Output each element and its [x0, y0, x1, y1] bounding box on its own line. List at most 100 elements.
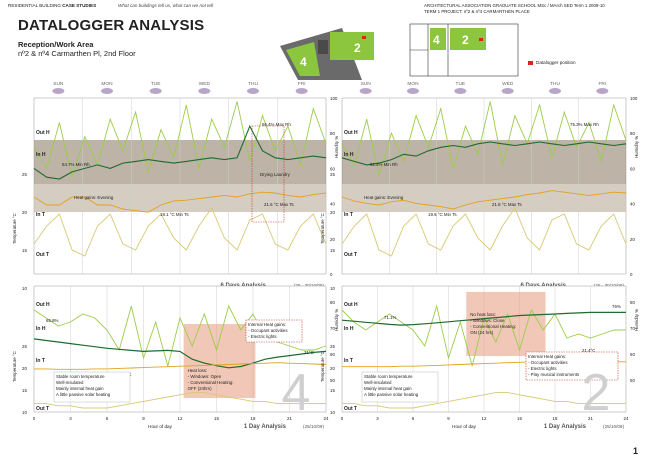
p1-1-series-in-h: [33, 338, 327, 369]
p1-2-left-tick: 20: [330, 366, 335, 371]
p1-2-annotation-end-t: 21.4°C: [582, 348, 595, 353]
p6-2-day-label: FRI: [598, 81, 606, 87]
p6-2-series-label: In T: [344, 212, 353, 218]
p6-2-left-tick: 25: [330, 172, 335, 177]
p6-1-annotation-heat-gains: Heat gains: Evening: [74, 195, 114, 200]
p6-1-day-label: SUN: [53, 81, 64, 87]
p1-1-annotation-end-t: 21°C: [304, 350, 314, 355]
p1-2-series-label: Out H: [344, 302, 358, 308]
p1-1-note-line: Well-insulated: [56, 380, 84, 385]
p1-2-right-tick: 50: [630, 378, 635, 383]
p6-2-annotation-max-ts: 21.8 °C Max Ts: [492, 202, 523, 207]
p6-2-right-tick: 0: [630, 272, 633, 277]
p1-1-notes-box: [53, 371, 131, 403]
p6-1-left-tick: 20: [22, 210, 27, 215]
p6-1-left-axis-label: Temperature °C: [12, 213, 17, 244]
p6-2-series-label: In H: [344, 152, 354, 158]
p1-2-heat-gains-line: Internal Heat gains:: [528, 354, 566, 359]
p1-1-series-label: In T: [36, 358, 45, 364]
p6-2-day-label: THU: [550, 81, 560, 87]
p1-1-heat-loss-line: - Conventional Heating:: [188, 380, 234, 385]
p6-1-cloud-icon: [295, 88, 308, 94]
p1-1-series-in-t: [34, 362, 327, 370]
p6-1-right-tick: 80: [330, 131, 335, 136]
p1-1-heat-gains-box: [245, 319, 303, 343]
p1-1-x-tick: 6: [106, 416, 109, 421]
p1-2-left-axis-label: Temperature °C: [320, 351, 325, 382]
p1-2-heat-loss-line: - Conventional Heating:: [470, 324, 516, 329]
p1-1-right-tick: 80: [330, 300, 335, 305]
p1-1-series-out-t: [34, 392, 326, 409]
p1-2-x-label: Hour of day: [452, 424, 476, 429]
p1-2-right-axis-label: Humidity %: [634, 309, 639, 331]
p6-1-right-tick: 40: [330, 202, 335, 207]
floor-plan: 4 2 4 2: [280, 23, 533, 80]
p6-1-series-out-h: [33, 101, 327, 179]
p1-1-series-label: Out H: [36, 302, 50, 308]
plan2-logger-marker: [479, 38, 483, 41]
plan2-unit4-label: 4: [433, 33, 440, 47]
p1-2-heat-gains-line: - Electric lights: [528, 366, 557, 371]
p1-2-x-tick: 9: [447, 416, 450, 421]
p6-2-right-tick: 80: [630, 131, 635, 136]
p1-1-x-tick: 9: [142, 416, 145, 421]
p6-2-cloud-icon: [501, 88, 514, 94]
p1-2-series-label: In T: [344, 358, 353, 364]
p1-1-left-tick: 20: [22, 366, 27, 371]
p1-2-subtitle: (25/10/09): [603, 424, 624, 429]
p6-1-annotation-max-rh: 66.4% Max Rh: [262, 122, 291, 127]
p6-2-cloud-icon: [407, 88, 419, 94]
p1-1-note-line: A little passive solar heating: [56, 392, 111, 397]
p1-1-heat-gains-line: Internal Heat gains:: [248, 322, 286, 327]
p1-2-heat-gains-line: - Play musical instruments: [528, 372, 580, 377]
p6-1-left-tick: 25: [22, 172, 27, 177]
p6-1-cloud-icon: [198, 88, 211, 94]
header-course-plain: RESIDENTIAL BUILDING: [8, 3, 63, 8]
p1-1-note-line: Mainly internal heat gain: [56, 386, 104, 391]
p1-1-x-tick: 0: [33, 416, 36, 421]
p6-1-cloud-icon: [52, 88, 65, 94]
p1-2-left-tick: 10: [330, 410, 335, 415]
p6-1-series-label: In T: [36, 212, 45, 218]
p1-1-heat-loss-line: Heat loss:: [188, 368, 208, 373]
header-project: TERM 1 PROJECT: nº2 & nº4 CARMARTHEN PLA…: [424, 9, 530, 14]
plan-stair: [318, 40, 328, 54]
p1-1-left-tick: 15: [22, 388, 27, 393]
p1-2-right-tick: 80: [630, 300, 635, 305]
p6-2-right-tick: 60: [630, 166, 635, 171]
p1-1-right-tick: 50: [330, 378, 335, 383]
p6-1-right-tick: 0: [330, 272, 333, 277]
plan-logger-marker: [362, 36, 366, 39]
p6-2-left-tick: 20: [330, 210, 335, 215]
p6-2-annotation-heat-gains: Heat gains: Evening: [364, 195, 404, 200]
p1-1-left-tick: 25: [22, 344, 27, 349]
p1-2-x-tick: 15: [517, 416, 522, 421]
p1-1-x-label: Hour of day: [148, 424, 172, 429]
p6-2-left-tick: 10: [330, 286, 335, 291]
p6-2-annotation-min-rh: 62.4% Min Rh: [370, 162, 398, 167]
p1-2-x-tick: 0: [341, 416, 344, 421]
datalogger-legend-label: Datalogger position: [536, 60, 576, 65]
p1-2-annotation-start-rh: 71.1%: [384, 315, 397, 320]
p1-2-note-line: Stable room temperature: [364, 374, 413, 379]
p1-1-x-tick: 24: [324, 416, 329, 421]
p1-1-annotation-start-rh: 65.8%: [46, 318, 59, 323]
p6-1-series-label: In H: [36, 152, 46, 158]
p6-1-right-axis-label: Humidity %: [334, 136, 339, 158]
p1-1-x-tick: 15: [214, 416, 219, 421]
p1-2-heat-loss-line: - Windows: Close: [470, 318, 505, 323]
p1-1-heat-gains-line: - Electric lights: [248, 334, 277, 339]
p6-1-day-label: WED: [199, 81, 211, 87]
p1-1-left-axis-label: Temperature °C: [12, 351, 17, 382]
subtitle-area: Reception/Work Area: [18, 40, 94, 49]
p6-1-cloud-icon: [149, 88, 162, 94]
p6-2-series-in-t: [341, 190, 627, 210]
p1-2-left-tick: 15: [330, 388, 335, 393]
plan-unit2-block: [330, 32, 374, 60]
p6-2-cloud-icon: [549, 88, 561, 94]
p1-2-x-tick: 12: [482, 416, 487, 421]
p1-2-note-line: A little passive solar heating: [364, 392, 419, 397]
p1-2-note-line: Well-insulated: [364, 380, 392, 385]
p6-1-cloud-icon: [101, 88, 113, 94]
p6-1-day-label: TUE: [151, 81, 161, 87]
